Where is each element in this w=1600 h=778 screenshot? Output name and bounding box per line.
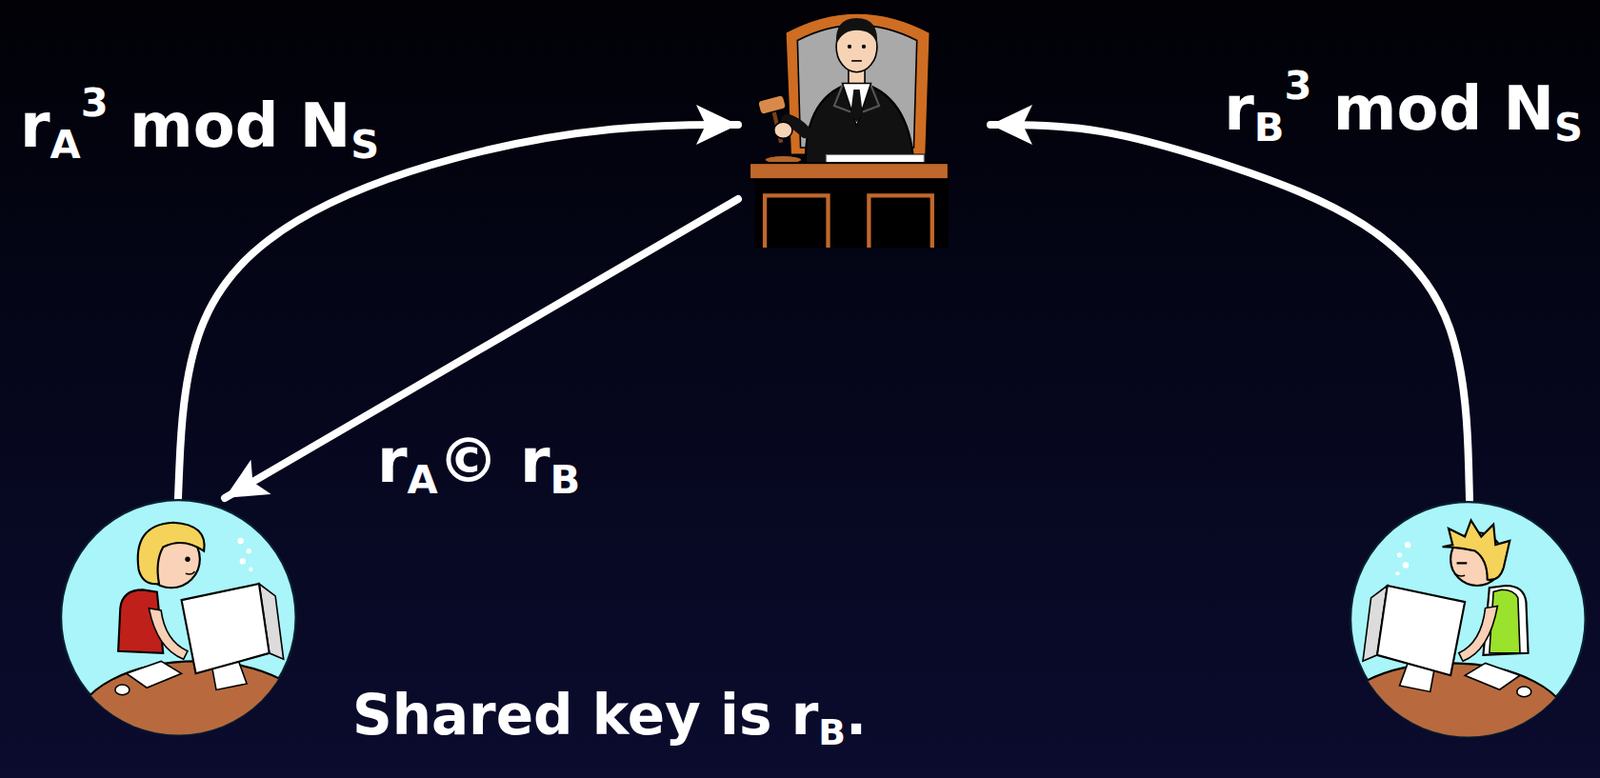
text-run: S xyxy=(1554,103,1583,151)
bob-figure xyxy=(1329,501,1586,778)
arrow-judge-to-alice xyxy=(224,199,739,499)
alice-figure xyxy=(60,500,318,778)
text-run: A xyxy=(50,120,81,168)
text-run: B xyxy=(818,711,846,754)
text-run: mod N xyxy=(108,90,352,161)
message-label: rA3 mod NS xyxy=(20,95,380,157)
text-run: mod N xyxy=(1311,73,1555,144)
text-run: . xyxy=(845,682,867,748)
judge-figure xyxy=(749,13,949,248)
text-run: 3 xyxy=(1283,61,1312,109)
text-run: r xyxy=(20,90,51,161)
text-run: r xyxy=(377,425,408,497)
arrow-alice-to-judge xyxy=(178,124,739,499)
message-label: rA© rB xyxy=(377,430,580,492)
text-run: S xyxy=(350,120,380,168)
text-run: Shared key is r xyxy=(352,682,819,748)
message-arrows xyxy=(178,124,1470,500)
message-label: rB3 mod NS xyxy=(1223,78,1583,140)
text-run: B xyxy=(550,456,581,503)
text-run: 3 xyxy=(80,79,109,126)
text-run: B xyxy=(1254,103,1285,151)
text-run: r xyxy=(1223,73,1255,144)
arrow-bob-to-judge xyxy=(990,124,1470,500)
text-run: A xyxy=(407,456,439,503)
conclusion-note: Shared key is rB. xyxy=(352,687,867,743)
text-run: © r xyxy=(438,425,551,497)
